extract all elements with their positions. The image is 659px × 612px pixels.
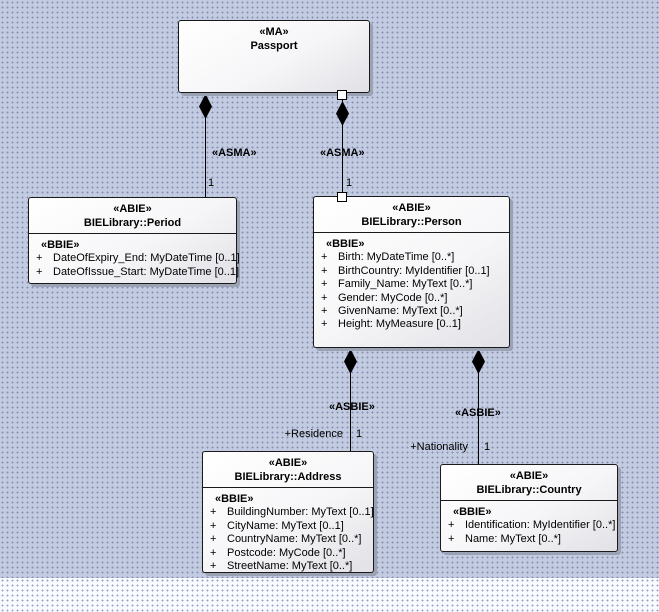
attribute-row[interactable]: + Gender: MyCode [0..*] [319,292,506,305]
attribute-text: BirthCountry: MyIdentifier [0..1] [338,264,490,277]
connector-multiplicity-label: 1 [484,441,491,453]
class-box-passport[interactable]: «MA» Passport [178,20,370,93]
visibility-plus: + [321,278,328,291]
attribute-row[interactable]: + Postcode: MyCode [0..*] [208,547,370,560]
attribute-text: Family_Name: MyText [0..*] [338,278,473,291]
attribute-text: DateOfExpiry_End: MyDateTime [0..1] [53,252,240,265]
connector-multiplicity-label: 1 [356,428,363,440]
class-box-person[interactable]: «ABIE» BIELibrary::Person «BBIE» + Birth… [313,196,510,348]
visibility-plus: + [321,318,328,331]
attributes-section-label: «BBIE» [326,238,365,250]
connector-role-label: +Nationality [410,441,468,453]
attribute-text: CountryName: MyText [0..*] [227,533,362,546]
attributes-compartment: «BBIE» + Identification: MyIdentifier [0… [441,501,617,549]
attribute-text: Birth: MyDateTime [0..*] [338,251,455,264]
attribute-row[interactable]: + CountryName: MyText [0..*] [208,533,370,546]
connector-stereotype-label: «ASBIE» [455,407,501,419]
attributes-section-label: «BBIE» [41,239,80,251]
attribute-row[interactable]: + GivenName: MyText [0..*] [319,305,506,318]
class-name: BIELibrary::Period [83,217,182,229]
class-stereotype: «ABIE» [113,203,152,215]
attribute-text: Identification: MyIdentifier [0..*] [465,519,616,532]
connector-multiplicity-label: 1 [346,177,353,189]
connector-line-passport-period[interactable] [205,93,206,197]
visibility-plus: + [210,519,217,532]
connector-multiplicity-label: 1 [208,177,215,189]
visibility-plus: + [36,252,43,265]
connector-endpoint-handle[interactable] [337,90,347,100]
visibility-plus: + [321,264,328,277]
attribute-text: CityName: MyText [0..1] [227,519,344,532]
attribute-row[interactable]: + DateOfIssue_Start: MyDateTime [0..1] [34,265,239,279]
visibility-plus: + [321,291,328,304]
visibility-plus: + [210,506,217,519]
connector-line-passport-person[interactable] [342,93,343,196]
connector-role-label: +Residence [284,428,343,440]
attribute-row[interactable]: + CityName: MyText [0..1] [208,520,370,533]
attribute-text: Height: MyMeasure [0..1] [338,318,461,331]
class-name: BIELibrary::Address [234,471,342,483]
visibility-plus: + [321,305,328,318]
attribute-row[interactable]: + Height: MyMeasure [0..1] [319,318,506,331]
connector-line-person-country[interactable] [478,348,479,464]
composition-diamond-icon [472,349,485,374]
composition-diamond-icon [336,101,349,126]
class-header: «ABIE» BIELibrary::Person [314,197,509,233]
class-header: «ABIE» BIELibrary::Period [29,198,236,234]
attribute-row[interactable]: + Identification: MyIdentifier [0..*] [446,519,616,532]
class-header: «ABIE» BIELibrary::Address [203,452,373,488]
attribute-text: Postcode: MyCode [0..*] [227,546,346,559]
attributes-compartment: «BBIE» + BuildingNumber: MyText [0..1] +… [203,488,374,576]
attribute-text: DateOfIssue_Start: MyDateTime [0..1] [53,265,240,278]
class-stereotype: «ABIE» [268,457,308,469]
class-header: «MA» Passport [179,21,369,56]
class-name: BIELibrary::Country [476,484,582,496]
class-header: «ABIE» BIELibrary::Country [441,465,617,501]
attributes-compartment: «BBIE» + Birth: MyDateTime [0..*] + Birt… [314,233,509,335]
attribute-text: StreetName: MyText [0..*] [227,560,353,573]
connector-endpoint-handle[interactable] [337,192,347,202]
class-box-country[interactable]: «ABIE» BIELibrary::Country «BBIE» + Iden… [440,464,618,552]
class-name: BIELibrary::Person [361,216,462,228]
attribute-row[interactable]: + StreetName: MyText [0..*] [208,560,370,573]
attribute-text: Gender: MyCode [0..*] [338,291,448,304]
class-stereotype: «ABIE» [509,470,549,482]
class-box-period[interactable]: «ABIE» BIELibrary::Period «BBIE» + DateO… [28,197,240,284]
attribute-row[interactable]: + Name: MyText [0..*] [446,533,614,546]
attribute-text: BuildingNumber: MyText [0..1] [227,506,374,519]
class-stereotype: «MA» [259,26,289,38]
page-boundary-strip [0,578,659,612]
attribute-row[interactable]: + BirthCountry: MyIdentifier [0..1] [319,265,506,278]
visibility-plus: + [210,560,217,573]
connector-stereotype-label: «ASMA» [320,147,365,159]
composition-diamond-icon [344,349,357,374]
connector-stereotype-label: «ASMA» [212,147,257,159]
attribute-row[interactable]: + DateOfExpiry_End: MyDateTime [0..1] [34,252,240,265]
visibility-plus: + [448,532,455,545]
connector-stereotype-label: «ASBIE» [329,401,375,413]
attribute-text: GivenName: MyText [0..*] [338,305,463,318]
connector-line-person-address[interactable] [350,348,351,451]
attribute-row[interactable]: + BuildingNumber: MyText [0..1] [208,506,374,519]
class-stereotype: «ABIE» [392,202,431,214]
attribute-text: Name: MyText [0..*] [465,532,561,545]
composition-diamond-icon [199,94,212,119]
visibility-plus: + [321,251,328,264]
class-name: Passport [250,40,298,52]
attributes-section-label: «BBIE» [215,493,254,505]
attribute-row[interactable]: + Birth: MyDateTime [0..*] [319,251,506,264]
visibility-plus: + [210,533,217,546]
attribute-row[interactable]: + Family_Name: MyText [0..*] [319,278,506,291]
visibility-plus: + [210,546,217,559]
visibility-plus: + [36,265,43,278]
class-box-address[interactable]: «ABIE» BIELibrary::Address «BBIE» + Buil… [202,451,374,573]
attributes-compartment: «BBIE» + DateOfExpiry_End: MyDateTime [0… [29,234,240,282]
attributes-section-label: «BBIE» [453,506,492,518]
visibility-plus: + [448,519,455,532]
